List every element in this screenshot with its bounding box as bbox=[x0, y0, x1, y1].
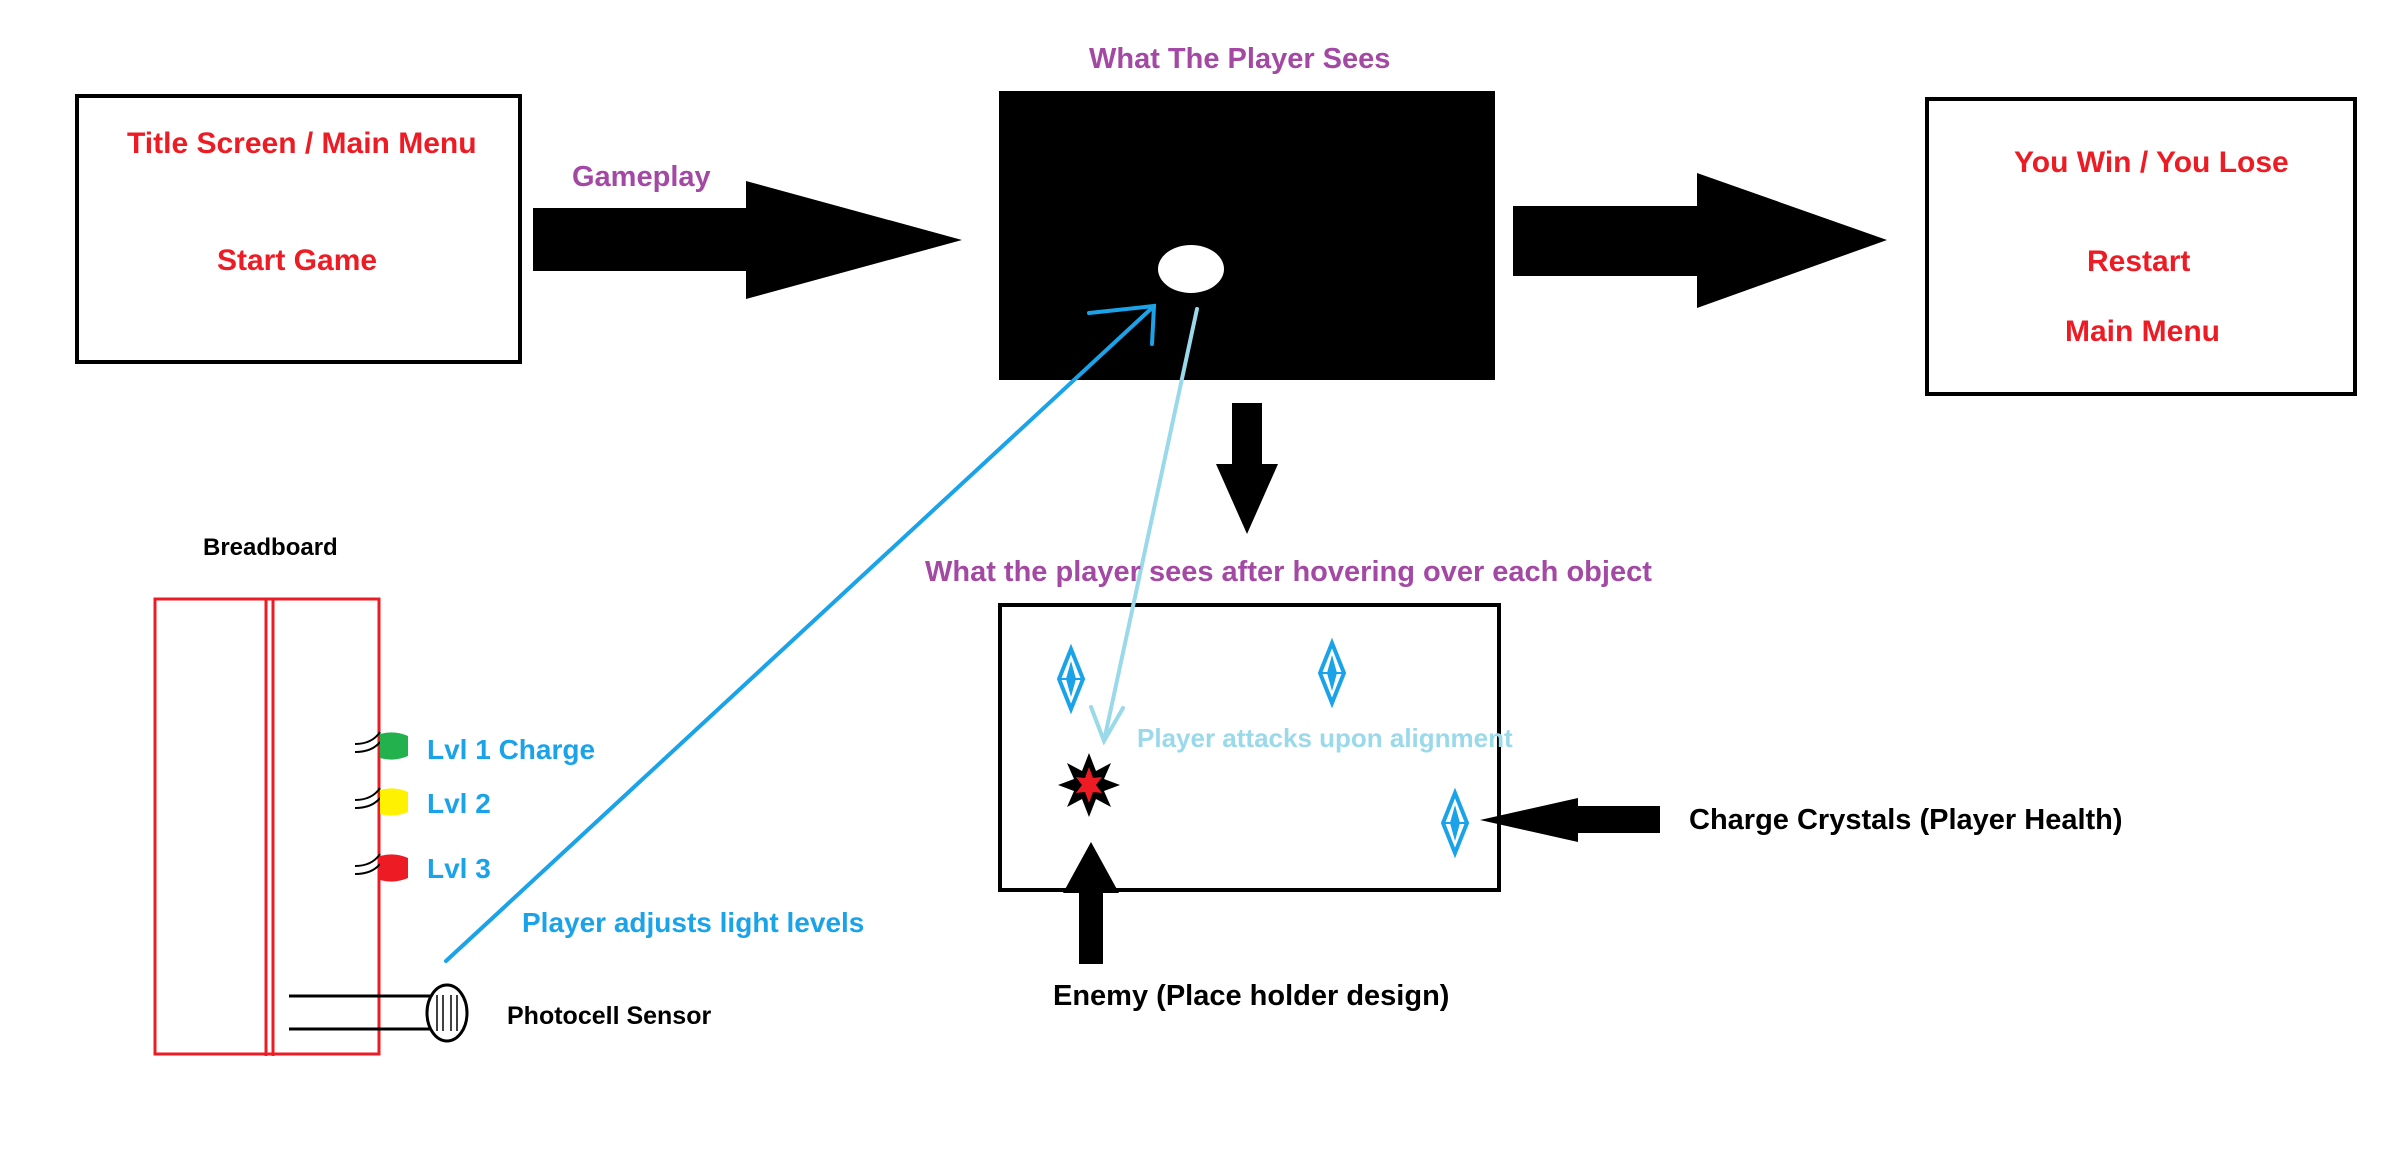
gameplay-label: Gameplay bbox=[572, 161, 711, 193]
light-adjust-label: Player adjusts light levels bbox=[522, 907, 865, 938]
end-screen-title: You Win / You Lose bbox=[2014, 146, 2289, 179]
charge-crystal bbox=[1440, 787, 1470, 859]
hover-view-title: What the player sees after hovering over… bbox=[925, 556, 1652, 588]
led-red-icon bbox=[354, 853, 408, 882]
attack-arrow bbox=[1089, 307, 1199, 746]
photocell-label: Photocell Sensor bbox=[507, 1002, 712, 1030]
player-view-screen bbox=[999, 91, 1495, 380]
charge-crystal bbox=[1056, 643, 1086, 715]
end-screen-box bbox=[1925, 97, 2357, 396]
led-green-icon bbox=[354, 731, 408, 760]
arrow-down-to-hover-view bbox=[1216, 403, 1278, 534]
title-screen-box bbox=[75, 94, 522, 364]
breadboard bbox=[153, 597, 381, 1056]
led-label-lvl1: Lvl 1 Charge bbox=[427, 734, 596, 765]
led-yellow-icon bbox=[354, 787, 408, 816]
attack-label: Player attacks upon alignment bbox=[1137, 723, 1513, 753]
main-menu-option[interactable]: Main Menu bbox=[2065, 315, 2220, 348]
enemy-label: Enemy (Place holder design) bbox=[1053, 980, 1450, 1012]
arrow-to-crystal bbox=[1480, 798, 1660, 842]
charge-crystals-label: Charge Crystals (Player Health) bbox=[1689, 804, 2123, 836]
charge-crystal bbox=[1317, 637, 1347, 709]
start-game-option[interactable]: Start Game bbox=[217, 244, 378, 277]
led-label-lvl2: Lvl 2 bbox=[427, 788, 491, 819]
enemy-icon bbox=[1058, 753, 1120, 817]
arrow-to-enemy bbox=[1063, 842, 1119, 964]
led-label-lvl3: Lvl 3 bbox=[427, 853, 491, 884]
arrow-to-end-screen bbox=[1513, 173, 1887, 308]
arrow-to-gameplay bbox=[533, 181, 962, 299]
title-screen-title: Title Screen / Main Menu bbox=[127, 127, 477, 160]
photocell-sensor-icon bbox=[289, 983, 469, 1043]
hover-view-box bbox=[998, 603, 1501, 892]
player-cursor bbox=[1158, 245, 1224, 293]
player-view-title: What The Player Sees bbox=[1089, 43, 1391, 75]
breadboard-title: Breadboard bbox=[203, 534, 338, 561]
light-adjust-arrow bbox=[444, 303, 1157, 963]
restart-option[interactable]: Restart bbox=[2087, 245, 2191, 278]
